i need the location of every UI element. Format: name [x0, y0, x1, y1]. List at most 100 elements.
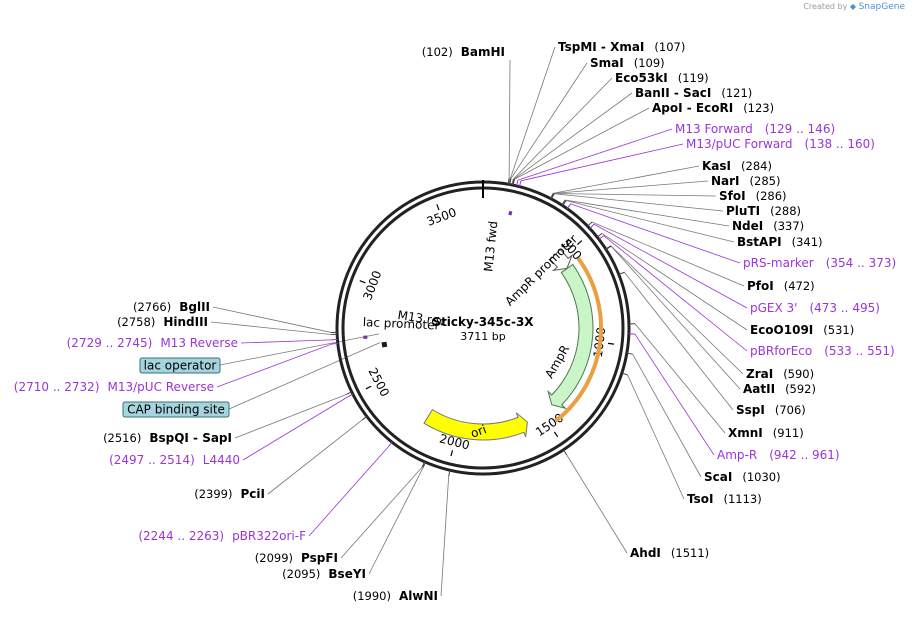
site-label-alwni[interactable]: AlwNI(1990) [353, 589, 438, 603]
site-label-pluti[interactable]: PluTI (288) [726, 204, 801, 218]
leader-line [217, 344, 332, 387]
label-position: (285) [750, 174, 781, 188]
feature-label-m13-fwd: M13 fwd [481, 220, 500, 272]
site-label-sspi[interactable]: SspI(706) [736, 403, 806, 417]
label-position: (531) [823, 323, 854, 337]
label-name: M13 Forward [675, 122, 753, 136]
site-label-bspqi-sapi[interactable]: BspQI - SapI (2516) [103, 431, 232, 445]
label-name: PspFI [301, 551, 338, 565]
site-label-bstapi[interactable]: BstAPI(341) [737, 235, 823, 249]
site-label-tsoi[interactable]: TsoI(1113) [687, 492, 762, 506]
site-label-nari[interactable]: NarI(285) [711, 174, 780, 188]
site-label-apoi-ecori[interactable]: ApoI - EcoRI(123) [652, 101, 774, 115]
site-tick [388, 442, 392, 447]
label-name: NdeI [732, 219, 763, 233]
label-position: (2399) [194, 487, 232, 501]
label-position: (911) [773, 426, 804, 440]
primer-label-pgex-3[interactable]: pGEX 3'(473 .. 495) [750, 301, 880, 315]
leader-line [554, 181, 708, 193]
site-tick [567, 204, 570, 209]
leader-line [369, 468, 423, 574]
label-name: pRS-marker [743, 256, 814, 270]
site-label-bamhi[interactable]: BamHI(102) [422, 45, 505, 59]
leader-line [513, 78, 612, 179]
site-label-banii-saci[interactable]: BanII - SacI (121) [635, 86, 752, 100]
site-label-ahdi[interactable]: AhdI(1511) [630, 546, 709, 560]
boxed-label-lac-operator[interactable]: lac operator [140, 358, 220, 373]
site-label-sfoi[interactable]: SfoI (286) [719, 189, 787, 203]
primer-label-m13-puc-reverse[interactable]: M13/pUC Reverse(2710 .. 2732) [14, 380, 214, 394]
site-label-scai[interactable]: ScaI(1030) [704, 470, 781, 484]
label-name: BanII - SacI [635, 86, 711, 100]
site-label-tspmi-xmai[interactable]: TspMI - XmaI(107) [558, 40, 685, 54]
leader-line [241, 340, 331, 343]
label-position: (284) [741, 159, 772, 173]
leader-line [624, 272, 733, 410]
label-position: (942 .. 961) [769, 448, 839, 462]
label-name: Amp-R [717, 448, 757, 462]
label-name: SfoI [719, 189, 746, 203]
label-name: BstAPI [737, 235, 782, 249]
label-name: BspQI - SapI [149, 431, 232, 445]
site-label-pcii[interactable]: PciI(2399) [194, 487, 265, 501]
boxed-label-text: lac operator [144, 359, 217, 373]
feature-m13-fwd[interactable] [509, 213, 512, 214]
site-label-pfoi[interactable]: PfoI(472) [747, 279, 815, 293]
site-tick [597, 233, 602, 237]
leader-line [594, 224, 747, 308]
label-position: (2516) [103, 431, 141, 445]
site-label-smai[interactable]: SmaI(109) [590, 56, 665, 70]
leader-line [566, 201, 734, 242]
label-name: TsoI [687, 492, 713, 506]
label-position: (533 .. 551) [824, 344, 894, 358]
site-label-zrai[interactable]: ZraI(590) [746, 367, 814, 381]
site-label-xmni[interactable]: XmnI (911) [728, 426, 804, 440]
site-label-ndei[interactable]: NdeI(337) [732, 219, 804, 233]
label-name: ApoI - EcoRI [652, 101, 733, 115]
primer-label-m13-forward[interactable]: M13 Forward(129 .. 146) [675, 122, 835, 136]
label-name: PluTI [726, 204, 760, 218]
site-label-hindiii[interactable]: HindIII(2758) [117, 315, 208, 329]
label-name: M13/pUC Reverse [108, 380, 215, 394]
site-label-bglii[interactable]: BglII (2766) [133, 300, 210, 314]
label-name: XmnI [728, 426, 763, 440]
primer-label-pbr322ori-f[interactable]: pBR322ori-F(2244 .. 2263) [138, 529, 306, 543]
site-tick [588, 222, 592, 226]
label-name: BglII [179, 300, 210, 314]
plasmid-name: Sticky-345c-3X [432, 315, 534, 329]
label-position: (286) [756, 189, 787, 203]
leader-line [633, 354, 701, 477]
label-position: (2766) [133, 300, 171, 314]
primer-label-l4440[interactable]: L4440(2497 .. 2514) [109, 453, 240, 467]
label-name: M13 Reverse [160, 336, 238, 350]
primer-label-m13-puc-forward[interactable]: M13/pUC Forward(138 .. 160) [686, 137, 875, 151]
label-name: PfoI [747, 279, 774, 293]
feature-lac-promoter[interactable] [384, 342, 385, 347]
label-name: SmaI [590, 56, 624, 70]
site-label-pspfi[interactable]: PspFI(2099) [255, 551, 338, 565]
leader-line [553, 166, 699, 193]
boxed-label-cap-binding-site[interactable]: CAP binding site [123, 402, 229, 417]
label-position: (1990) [353, 589, 391, 603]
label-name: KasI [702, 159, 731, 173]
site-tick [362, 416, 367, 420]
primer-label-amp-r[interactable]: Amp-R (942 .. 961) [717, 448, 840, 462]
site-label-kasi[interactable]: KasI (284) [702, 159, 772, 173]
site-label-bseyi[interactable]: BseYI(2095) [282, 567, 366, 581]
primer-label-prs-marker[interactable]: pRS-marker(354 .. 373) [743, 256, 896, 270]
label-name: HindIII [163, 315, 208, 329]
label-name: Eco53kI [615, 71, 668, 85]
site-label-eco53ki[interactable]: Eco53kI(119) [615, 71, 709, 85]
primer-label-pbrforeco[interactable]: pBRforEco(533 .. 551) [750, 344, 895, 358]
label-position: (121) [721, 86, 752, 100]
primer-label-m13-reverse[interactable]: M13 Reverse(2729 .. 2745) [67, 336, 238, 350]
credit: Created by ◆ SnapGene [803, 2, 905, 12]
site-label-ecoo109i[interactable]: EcoO109I(531) [750, 323, 854, 337]
label-position: (288) [770, 204, 801, 218]
site-label-aatii[interactable]: AatII(592) [743, 382, 816, 396]
tick-mark-3500 [437, 204, 439, 210]
tick-mark-2500 [366, 386, 371, 389]
credit-brand: SnapGene [859, 2, 905, 12]
tick-label-3500: 3500 [425, 205, 459, 229]
